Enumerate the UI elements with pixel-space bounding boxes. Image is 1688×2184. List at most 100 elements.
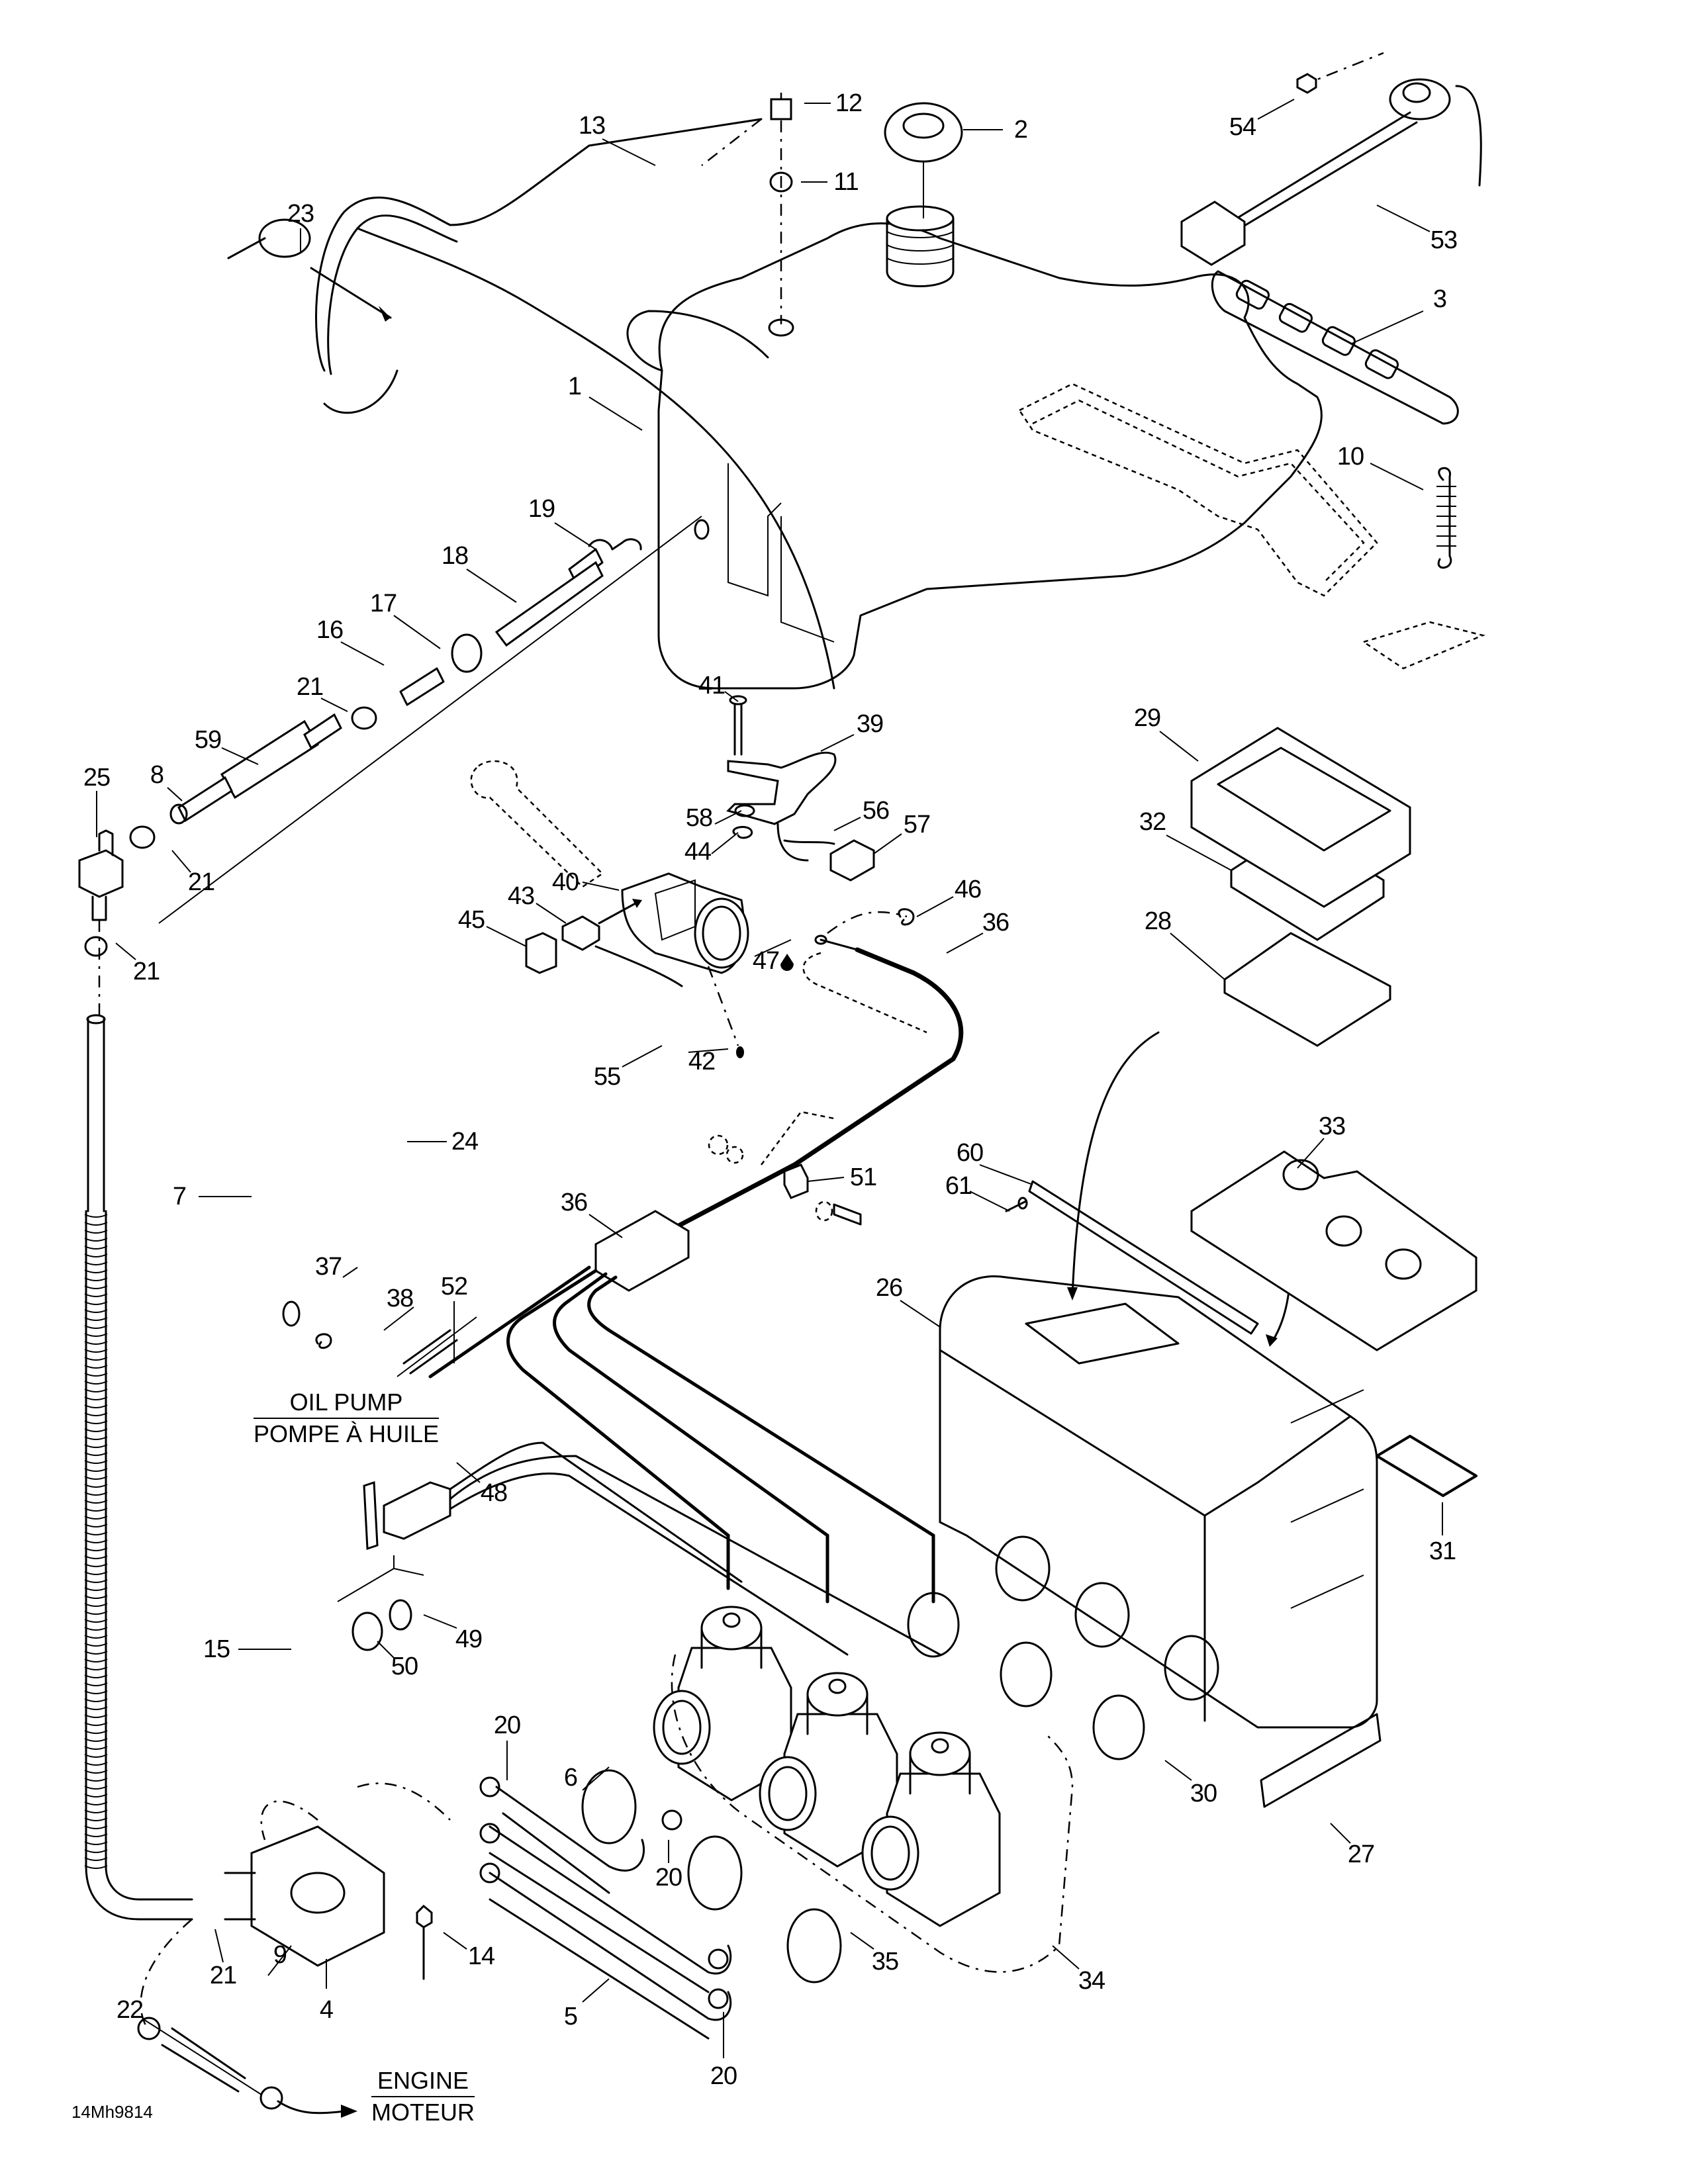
- spring-coil: [84, 1412, 108, 1416]
- spring-coil: [84, 1619, 108, 1623]
- carburetor-body: [653, 1606, 792, 1801]
- callout-52: 52: [440, 1273, 468, 1300]
- leader-line: [393, 615, 441, 649]
- leader-line: [754, 939, 792, 957]
- callout-20c: 20: [710, 2062, 737, 2090]
- tie-rap-icon: [258, 218, 311, 258]
- callout-18: 18: [441, 542, 469, 570]
- spring-coil: [84, 1714, 108, 1718]
- spring-coil: [84, 1690, 108, 1694]
- spring-coil: [84, 1603, 108, 1607]
- leader-line: [582, 882, 620, 891]
- callout-4: 4: [319, 1996, 334, 2024]
- fuel-filter-chain: [129, 516, 702, 924]
- leader-line: [979, 1164, 1033, 1185]
- leader-line: [900, 1300, 941, 1328]
- callout-56: 56: [862, 797, 890, 825]
- spring-coil: [84, 1277, 108, 1281]
- leader-line: [1297, 1138, 1325, 1169]
- leader-line: [688, 1048, 729, 1053]
- spring-coil: [84, 1706, 108, 1710]
- callout-21c: 21: [132, 958, 160, 985]
- callout-44: 44: [684, 838, 712, 866]
- fuel-line-7: [85, 1014, 193, 1921]
- leader-line: [1370, 463, 1424, 490]
- spring-coil: [84, 1762, 108, 1766]
- leader-line: [466, 569, 517, 603]
- callout-7: 7: [172, 1183, 187, 1210]
- spring-coil: [84, 1420, 108, 1424]
- spring-coil: [84, 1539, 108, 1543]
- leader-line: [267, 1945, 292, 1976]
- foam-33: [1190, 1150, 1477, 1351]
- spring-coil: [84, 1754, 108, 1758]
- callout-34: 34: [1078, 1967, 1105, 1995]
- leader-line: [1376, 205, 1430, 232]
- vent-hose: [315, 118, 763, 372]
- leader-line: [423, 1614, 457, 1629]
- spring-coil: [84, 1698, 108, 1702]
- callout-35: 35: [871, 1948, 899, 1976]
- callout-57: 57: [903, 811, 931, 839]
- spring-coil: [84, 1579, 108, 1583]
- callout-19: 19: [528, 495, 555, 523]
- callout-33: 33: [1318, 1113, 1346, 1140]
- oil-pump-caption-en: OIL PUMP: [253, 1390, 440, 1419]
- leader-line: [969, 1191, 1010, 1212]
- leader-line: [946, 933, 984, 954]
- spring-coil: [84, 1325, 108, 1329]
- callout-30: 30: [1190, 1780, 1217, 1807]
- leader-line: [554, 522, 596, 550]
- callout-46: 46: [954, 876, 982, 903]
- callout-36a: 36: [982, 909, 1009, 936]
- air-silencer: [939, 1031, 1378, 1729]
- spring-coil: [84, 1849, 108, 1853]
- fuel-tank: [626, 205, 1485, 690]
- callout-43: 43: [507, 882, 535, 910]
- leader-line: [340, 641, 385, 666]
- callout-60: 60: [956, 1139, 984, 1167]
- spring-coil: [84, 1341, 108, 1345]
- callout-50: 50: [391, 1653, 418, 1680]
- leader-line: [167, 787, 183, 801]
- spring-coil: [84, 1357, 108, 1361]
- callout-12: 12: [835, 89, 863, 117]
- callout-8: 8: [150, 761, 164, 789]
- callout-6: 6: [563, 1764, 578, 1792]
- tank-cap: [884, 102, 963, 218]
- leader-line: [833, 817, 861, 831]
- callout-38: 38: [386, 1285, 414, 1312]
- oil-pump-caption-fr: POMPE À HUILE: [253, 1420, 440, 1447]
- support-27: [1260, 1713, 1382, 1808]
- spring-coil: [84, 1365, 108, 1369]
- spring-coil: [84, 1531, 108, 1535]
- leader-line: [486, 926, 527, 947]
- leader-line: [221, 747, 259, 765]
- spring-coil: [84, 1253, 108, 1257]
- callout-37: 37: [314, 1253, 342, 1281]
- spring-coil: [84, 1524, 108, 1527]
- spring-coil: [84, 1460, 108, 1464]
- leader-lines: [96, 99, 1443, 2095]
- throttle-housing: [470, 760, 749, 974]
- spring-coil: [84, 1770, 108, 1774]
- tension-spring: [1436, 467, 1456, 569]
- callout-16: 16: [316, 616, 344, 644]
- callout-23: 23: [287, 200, 314, 228]
- spring-coil: [84, 1444, 108, 1448]
- leader-line: [1257, 99, 1295, 120]
- callout-27: 27: [1347, 1841, 1375, 1868]
- callout-47-text: 47: [752, 947, 780, 975]
- spring-coil: [84, 1635, 108, 1639]
- leader-line: [377, 1641, 395, 1659]
- spring-coil: [84, 1222, 108, 1226]
- callout-1: 1: [567, 373, 582, 400]
- callout-51: 51: [849, 1163, 877, 1191]
- spring-coil: [84, 1555, 108, 1559]
- spring-coil: [84, 1682, 108, 1686]
- callout-3: 3: [1432, 285, 1447, 313]
- spring-coil: [84, 1373, 108, 1377]
- leader-line: [582, 1766, 610, 1791]
- leader-line: [536, 903, 567, 924]
